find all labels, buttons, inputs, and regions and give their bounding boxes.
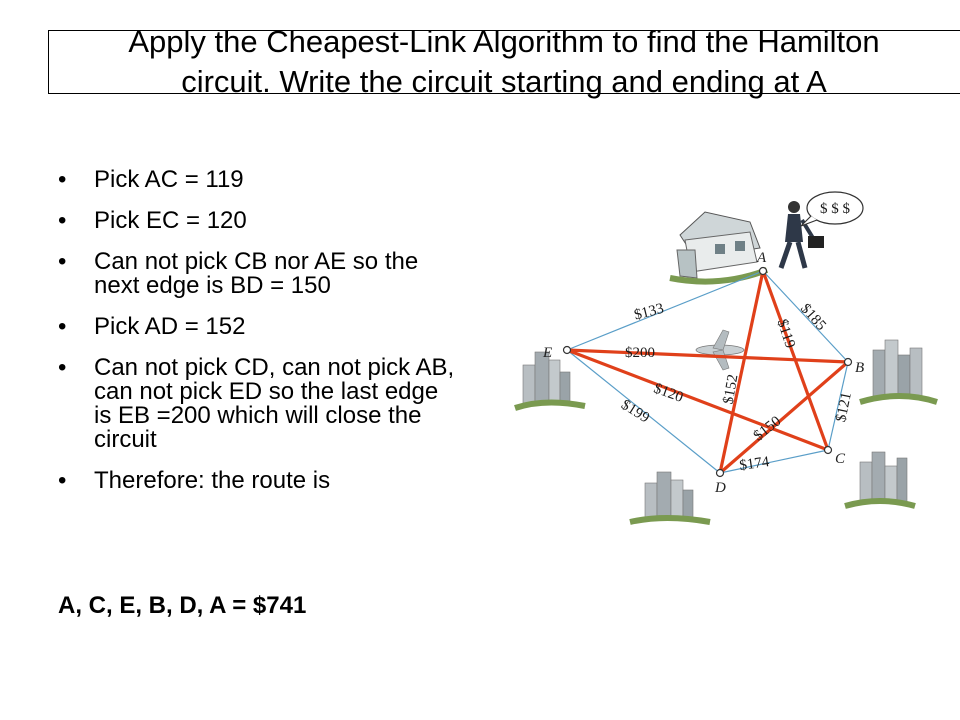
vertex-d bbox=[715, 468, 725, 478]
steps-list: Pick AC = 119 Pick EC = 120 Can not pick… bbox=[58, 168, 458, 510]
slide-title-line-2: circuit. Write the circuit starting and … bbox=[181, 64, 827, 99]
step-item: Pick AD = 152 bbox=[58, 315, 458, 340]
edge-weight-ab: $185 bbox=[797, 301, 829, 334]
edge-weight-ac: $119 bbox=[774, 317, 798, 350]
edge-weight-bd: $150 bbox=[751, 413, 784, 444]
vertices-layer: A B C D E bbox=[542, 250, 864, 496]
edge-ed bbox=[566, 349, 721, 474]
city-illustration-e bbox=[514, 351, 586, 411]
title-frame bbox=[48, 30, 960, 94]
vertex-label-b: B bbox=[855, 360, 864, 376]
edge-ab bbox=[762, 270, 849, 363]
city-illustration-d bbox=[629, 471, 711, 525]
edge-weight-ad: $152 bbox=[721, 373, 742, 405]
step-item: Pick EC = 120 bbox=[58, 209, 458, 234]
vertex-b bbox=[843, 357, 853, 367]
vertex-e bbox=[562, 345, 572, 355]
businessman-illustration bbox=[778, 201, 824, 269]
edge-weight-eb: $200 bbox=[625, 345, 655, 361]
edge-bc bbox=[827, 361, 849, 451]
edge-ae bbox=[566, 270, 764, 351]
city-illustration-b bbox=[859, 339, 938, 405]
step-item: Can not pick CB nor AE so the next edge … bbox=[58, 250, 458, 298]
airplane-illustration bbox=[695, 329, 745, 371]
slide-title: Apply the Cheapest-Link Algorithm to fin… bbox=[48, 22, 960, 102]
edge-weight-cd: $174 bbox=[738, 454, 770, 474]
step-item: Therefore: the route is bbox=[58, 469, 458, 494]
route-result: A, C, E, B, D, A = $741 bbox=[58, 592, 307, 619]
edge-eb bbox=[566, 348, 849, 364]
edge-cd bbox=[719, 449, 829, 474]
city-illustration-c bbox=[844, 451, 916, 509]
speech-bubble: $ $ $ bbox=[800, 191, 864, 227]
edge-weight-ec: $120 bbox=[652, 381, 686, 406]
edge-weight-ed: $199 bbox=[618, 397, 652, 426]
vertex-label-d: D bbox=[714, 480, 726, 496]
edge-ec bbox=[566, 348, 829, 452]
vertex-label-c: C bbox=[835, 451, 846, 467]
edge-ad bbox=[718, 270, 765, 474]
edge-bd bbox=[718, 360, 850, 475]
speech-bubble-text: $ $ $ bbox=[820, 201, 851, 217]
edge-weight-bc: $121 bbox=[833, 391, 855, 424]
step-item: Pick AC = 119 bbox=[58, 168, 458, 193]
vertex-a bbox=[758, 266, 768, 276]
vertex-label-a: A bbox=[756, 250, 767, 266]
step-item: Can not pick CD, can not pick AB, can no… bbox=[58, 356, 458, 452]
vertex-c bbox=[823, 445, 833, 455]
slide-title-line-1: Apply the Cheapest-Link Algorithm to fin… bbox=[128, 24, 880, 59]
graph-diagram: $ $ $ $133$185$119$152$200$120$199$150$1… bbox=[514, 191, 938, 525]
edges-layer: $133 $185$119 $152 $200 $120$199 $150 $121 $174 bbox=[566, 270, 855, 475]
vertex-label-e: E bbox=[542, 345, 552, 361]
house-illustration bbox=[669, 211, 769, 285]
edge-weight-ae: $133 bbox=[633, 301, 666, 324]
